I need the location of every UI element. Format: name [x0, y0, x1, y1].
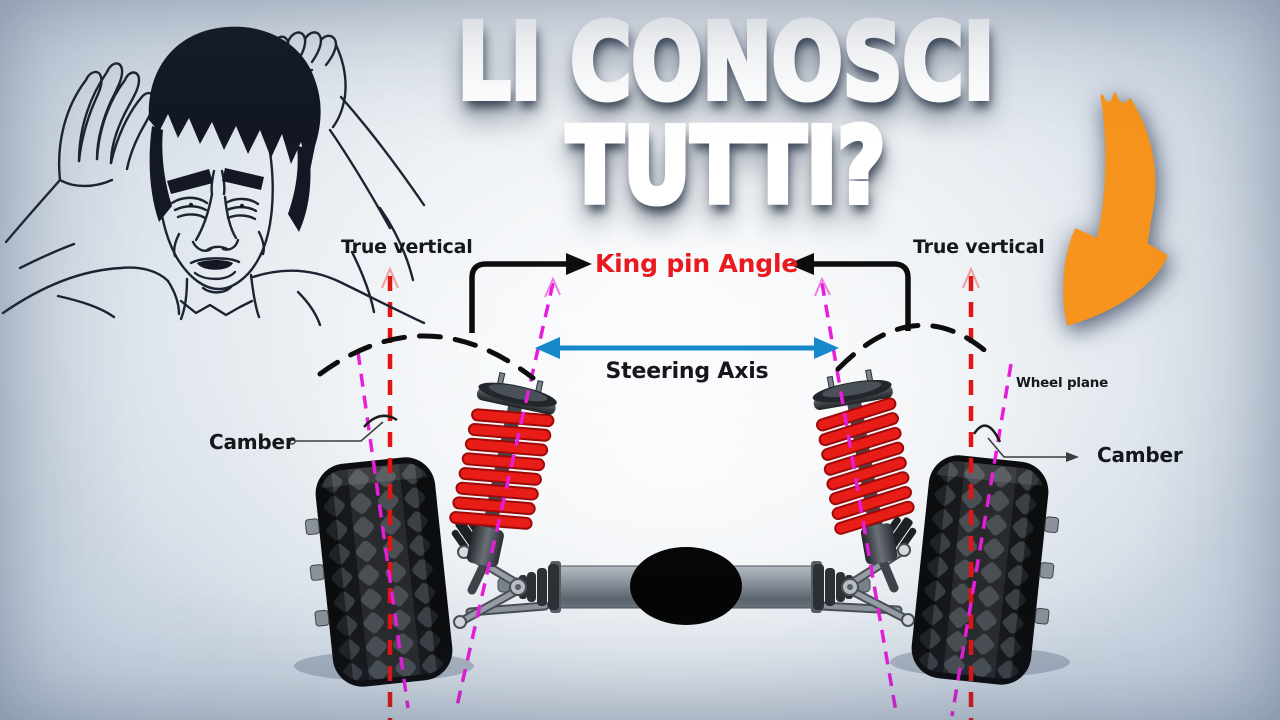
- camber-arc-left: [363, 414, 398, 428]
- kingpin-pointer-arrow-right: [788, 253, 911, 331]
- differential: [630, 547, 742, 625]
- steering-axis-arrow: [535, 337, 839, 359]
- kingpin-axis-line-right: [814, 276, 898, 713]
- label-true-vertical-left: True vertical: [341, 236, 473, 258]
- axle-assembly: [451, 516, 917, 629]
- label-king-pin-angle: King pin Angle: [595, 249, 799, 278]
- wheel-plane-line-right: [950, 363, 1013, 717]
- label-camber-right: Camber: [1097, 443, 1183, 467]
- label-wheel-plane: Wheel plane: [1016, 375, 1109, 391]
- right-tire: [909, 452, 1060, 689]
- camber-pointer-left: [288, 421, 384, 445]
- camber-arc-right: [972, 424, 1002, 443]
- label-steering-axis: Steering Axis: [605, 359, 769, 384]
- kingpin-angle-arc-left: [317, 333, 536, 381]
- curved-arrow-down-left-icon: [1063, 92, 1168, 326]
- title: LI CONOSCI TUTTI?: [455, 1, 997, 227]
- left-tire: [304, 454, 456, 691]
- label-camber-left: Camber: [209, 430, 295, 454]
- title-line-1: LI CONOSCI: [455, 1, 997, 123]
- kingpin-angle-arc-right: [835, 322, 992, 372]
- true-vertical-line-left: [381, 266, 399, 720]
- kingpin-axis-line-left: [455, 276, 561, 707]
- true-vertical-line-right: [962, 266, 980, 720]
- camber-pointer-right: [987, 437, 1079, 462]
- wheel-plane-line-left: [356, 351, 410, 709]
- label-true-vertical-right: True vertical: [913, 236, 1045, 258]
- title-line-2: TUTTI?: [564, 105, 888, 227]
- kingpin-pointer-arrow-left: [469, 253, 592, 333]
- confused-man-meme: [1, 26, 426, 327]
